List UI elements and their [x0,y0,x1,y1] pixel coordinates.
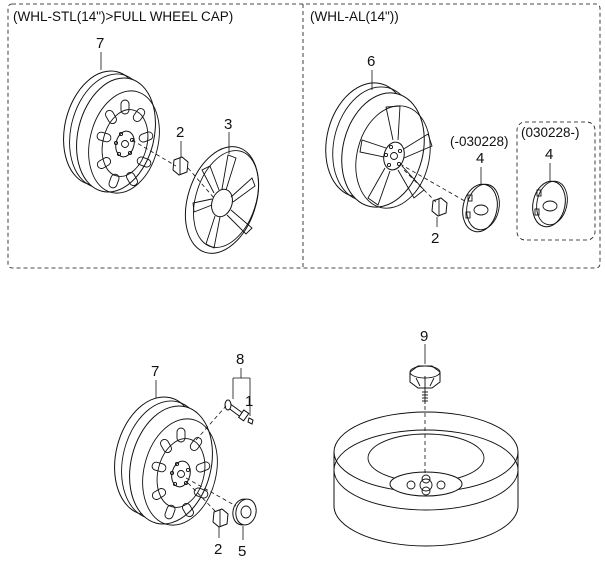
callout-wheel-alloy: 6 [367,53,375,70]
callout-wheel-steel-bottom: 7 [151,363,159,380]
hub-cap-before [462,183,500,233]
centerline-valve [195,405,227,441]
callout-spare-bolt: 9 [420,328,428,345]
spare-tire-bolt [409,365,441,404]
callout-wheel-cap: 3 [224,116,232,133]
steel-wheel-top [63,70,160,194]
spare-tire [333,411,519,547]
lug-nut-alloy [431,197,448,217]
callout-hub-cap-before: 4 [476,150,484,167]
alloy-wheel [325,82,433,209]
date-label-before: (-030228) [450,134,509,149]
date-label-after: (030228-) [521,125,580,140]
date-frame-after [516,121,596,241]
hub-cap-after [532,180,568,228]
lug-nut-top [172,156,189,176]
panel-title-alloy: (WHL-AL(14")) [310,9,399,24]
valve-bracket [232,368,251,416]
panel-frame-outer [7,3,601,269]
centerline-nut-top [131,139,177,167]
callout-hub-cap-after: 4 [545,146,553,163]
center-cap [232,498,257,526]
panel-frames [7,3,601,269]
callout-nut-bottom: 2 [214,541,222,558]
centerline-nut-alloy [403,169,437,203]
callout-nut-top: 2 [176,124,184,141]
callout-center-cap: 5 [238,543,246,560]
callout-valve-part: 1 [245,393,253,410]
full-wheel-cap [184,146,260,254]
lug-nut-bottom [212,508,229,528]
steel-wheel-bottom [114,396,218,526]
centerline-center-cap [185,477,237,507]
callout-wheel-steel-top: 7 [96,35,104,52]
valve-assembly [224,399,254,425]
callout-nut-alloy: 2 [431,230,439,247]
callout-valve-assembly: 8 [236,351,244,368]
panel-title-steel: (WHL-STL(14")>FULL WHEEL CAP) [13,9,233,24]
